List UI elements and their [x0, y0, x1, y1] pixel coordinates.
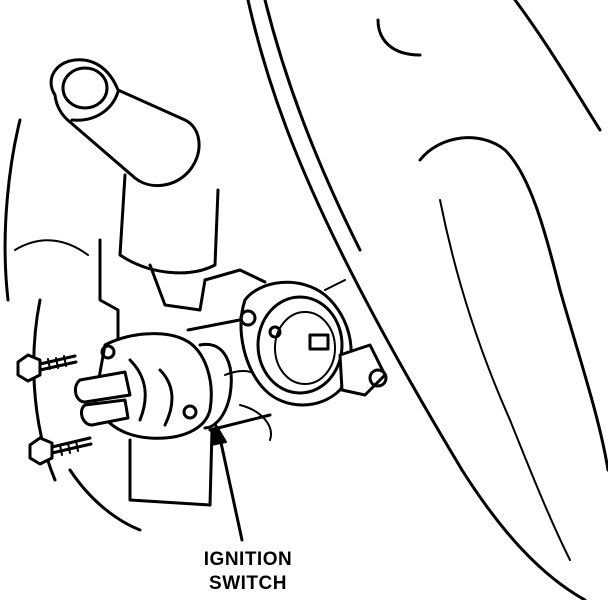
label-line-ignition: IGNITION [203, 549, 293, 570]
mounting-screw-lower [28, 436, 93, 466]
column-bracket [3, 118, 267, 532]
ignition-switch-body [73, 316, 272, 441]
mounting-screw-upper [16, 353, 78, 383]
turn-signal-lever [49, 58, 201, 188]
ignition-switch-label: IGNITION SWITCH [188, 548, 308, 596]
lock-cylinder-housing [239, 279, 388, 407]
callout-leader-arrow [210, 424, 244, 542]
label-line-switch: SWITCH [209, 573, 287, 594]
steering-column-housing [246, 0, 608, 600]
